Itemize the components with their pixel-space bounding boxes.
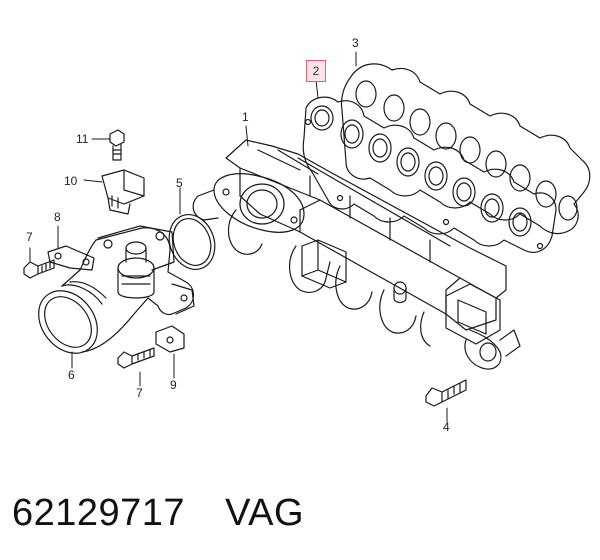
part-number: 62129717 [12, 492, 186, 534]
bracket-9 [156, 326, 184, 352]
callout-2-highlighted[interactable]: 2 [306, 60, 326, 82]
part-caption: 62129717 VAG [12, 492, 304, 535]
screw-11 [110, 130, 124, 160]
callout-8: 8 [54, 210, 61, 224]
sensor-10 [102, 170, 144, 214]
gasket-3 [341, 64, 589, 234]
callout-1: 1 [242, 110, 249, 124]
gasket-2 [303, 97, 556, 252]
intake-pipe-6 [27, 226, 194, 365]
bracket-8 [48, 246, 94, 270]
callout-6: 6 [68, 368, 75, 382]
callout-10: 10 [64, 174, 78, 188]
callout-9: 9 [170, 378, 177, 392]
callout-11: 11 [76, 132, 89, 146]
o-ring-5 [162, 208, 222, 276]
callout-3: 3 [352, 36, 359, 50]
leader-lines [30, 52, 447, 422]
bolt-7-left [24, 260, 54, 278]
callout-7-bottom: 7 [136, 386, 143, 400]
callout-4: 4 [443, 420, 450, 434]
callout-5: 5 [176, 176, 183, 190]
bolt-4 [426, 380, 466, 406]
bolt-7-bottom [118, 348, 154, 368]
intake-manifold-1 [193, 140, 520, 369]
brand-name: VAG [225, 492, 305, 534]
callout-7-left: 7 [26, 230, 33, 244]
diagram-drawing [0, 0, 600, 470]
